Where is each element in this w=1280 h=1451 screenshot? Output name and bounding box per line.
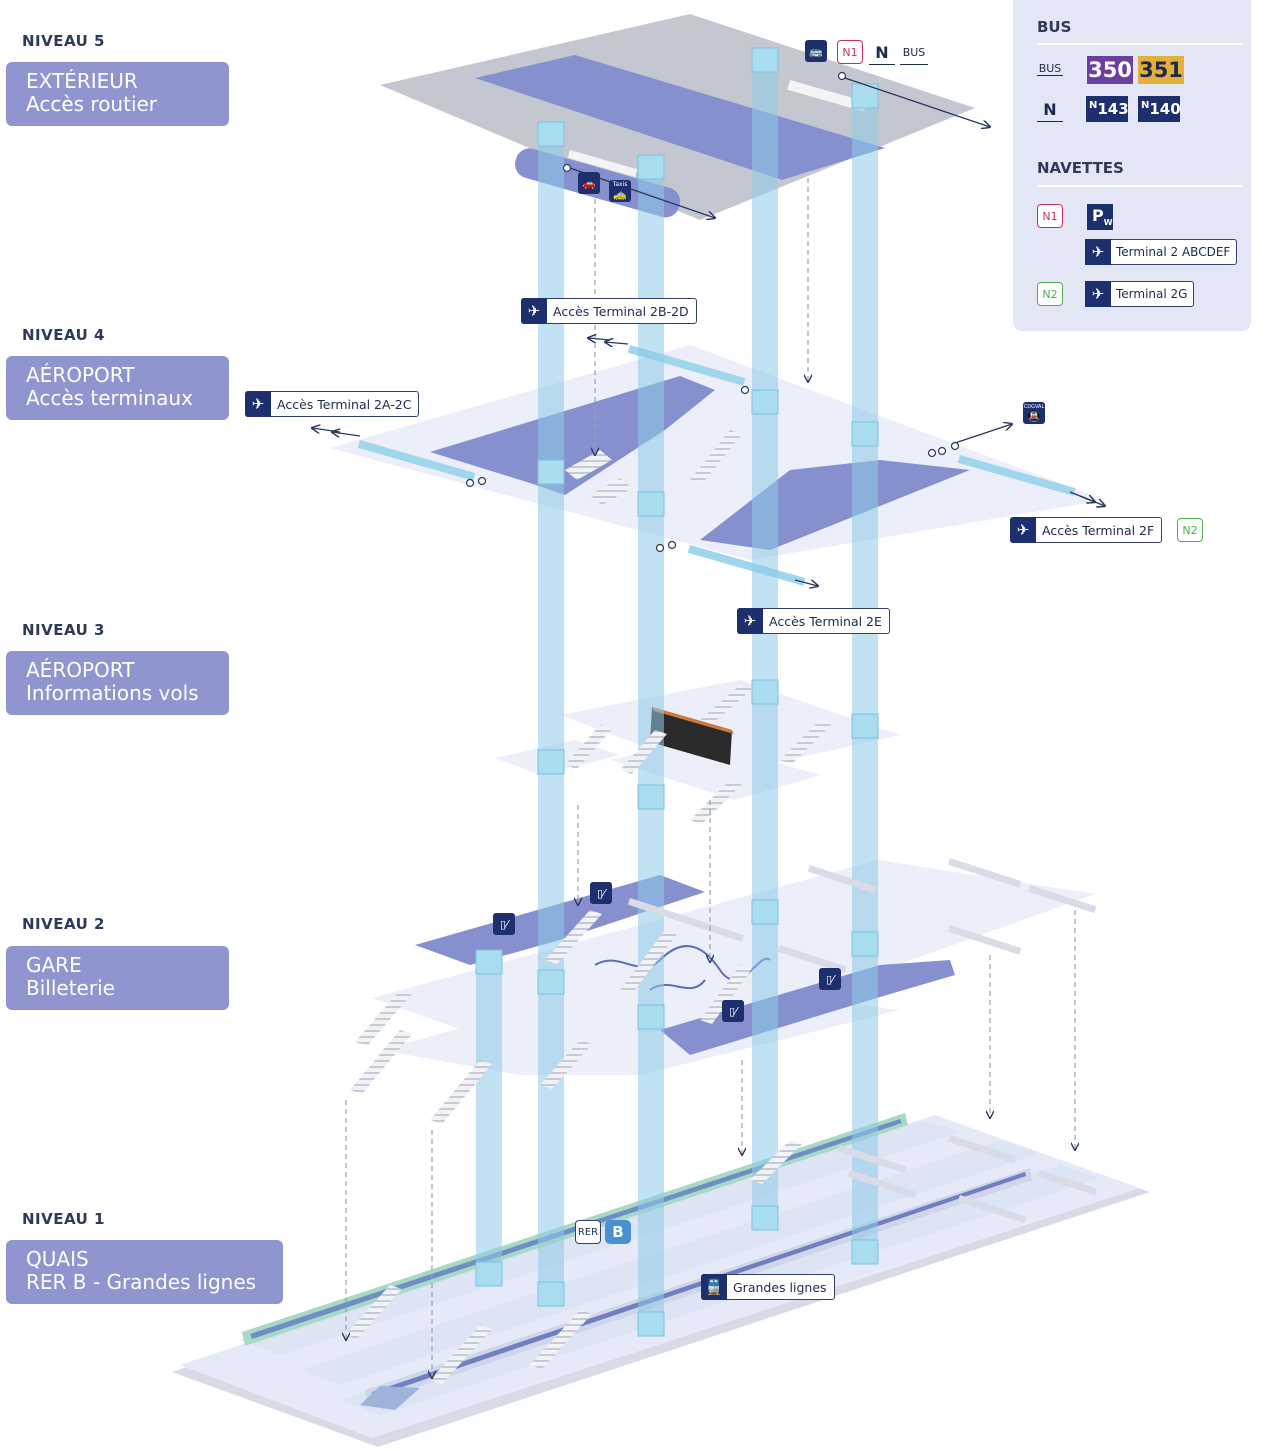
sign-terminal-2b-2d: ✈ Accès Terminal 2B-2D — [521, 298, 697, 324]
travelators — [627, 857, 1098, 1224]
level-3-number: NIVEAU 3 — [22, 621, 105, 639]
direction-arrows — [312, 77, 1105, 586]
legend-terminal-abcdef: ✈ Terminal 2 ABCDEF — [1085, 239, 1238, 265]
level-1-label: QUAIS RER B - Grandes lignes — [6, 1240, 283, 1304]
legend-bus-label: BUS — [1037, 62, 1063, 76]
flight-info-board — [650, 707, 732, 765]
night-bus-140-badge: N140 — [1138, 96, 1181, 122]
bus-351-badge: 351 — [1138, 56, 1184, 84]
escalators — [345, 430, 832, 1384]
night-bus-143-number: 143 — [1097, 100, 1129, 118]
plane-icon: ✈ — [245, 391, 271, 417]
taxi-label: Taxis — [612, 181, 628, 188]
cdgval-label: CDGVAL — [1023, 403, 1045, 410]
level-4-label: AÉROPORT Accès terminaux — [6, 356, 229, 420]
car-rental-icon: 🚗 — [578, 172, 600, 194]
night-bus-140-prefix: N — [1141, 100, 1150, 111]
legend-terminal-2g-label: Terminal 2G — [1116, 287, 1188, 301]
level-5-title: EXTÉRIEUR — [26, 69, 138, 93]
plane-icon: ✈ — [1010, 517, 1036, 543]
plane-icon: ✈ — [521, 298, 547, 324]
level-2-title: GARE — [26, 953, 82, 977]
legend-panel: BUS BUS 350 351 N N143 N140 NAVETTES N1 … — [1013, 0, 1251, 331]
night-bus-143-badge: N143 — [1086, 96, 1129, 122]
ticket-machine-icon: ▯⁄ — [590, 882, 612, 904]
level-3-label: AÉROPORT Informations vols — [6, 651, 229, 715]
level-3-title: AÉROPORT — [26, 658, 135, 682]
level-1-number: NIVEAU 1 — [22, 1210, 105, 1228]
sign-terminal-2e: ✈ Accès Terminal 2E — [737, 608, 890, 634]
sign-terminal-2f-label: Accès Terminal 2F — [1042, 522, 1155, 538]
plane-icon: ✈ — [737, 608, 763, 634]
sign-terminal-2a-2c: ✈ Accès Terminal 2A-2C — [245, 391, 420, 417]
sign-terminal-2f: ✈ Accès Terminal 2F — [1010, 517, 1163, 543]
level-2-label: GARE Billeterie — [6, 946, 229, 1010]
bus-icon: 🚌 — [805, 40, 827, 62]
level-2-number: NIVEAU 2 — [22, 915, 105, 933]
level-4-title: AÉROPORT — [26, 363, 135, 387]
plane-icon: ✈ — [1085, 281, 1111, 307]
bus-350-badge: 350 — [1087, 56, 1133, 84]
ticket-machine-icon: ▯⁄ — [722, 1000, 744, 1022]
level-4-number: NIVEAU 4 — [22, 326, 105, 344]
legend-n1-badge: N1 — [1037, 204, 1063, 228]
level-3-subtitle: Informations vols — [26, 681, 199, 705]
sign-terminal-2b-2d-label: Accès Terminal 2B-2D — [553, 303, 689, 319]
n2-badge: N2 — [1177, 518, 1203, 542]
train-icon: 🚆 — [701, 1274, 727, 1300]
level-4-subtitle: Accès terminaux — [26, 386, 193, 410]
parking-pw-icon: PW — [1087, 204, 1113, 230]
level-5-label: EXTÉRIEUR Accès routier — [6, 62, 229, 126]
legend-terminal-abcdef-label: Terminal 2 ABCDEF — [1116, 245, 1231, 259]
legend-divider — [1037, 43, 1243, 45]
ticket-machine-icon: ▯⁄ — [493, 913, 515, 935]
top-bus-label: BUS — [900, 40, 928, 65]
parking-sub: W — [1103, 218, 1113, 228]
parking-letter: P — [1092, 206, 1104, 225]
level-5-number: NIVEAU 5 — [22, 32, 105, 50]
sign-terminal-2e-label: Accès Terminal 2E — [769, 613, 882, 629]
legend-n2-badge: N2 — [1037, 282, 1063, 306]
plane-icon: ✈ — [1085, 239, 1111, 265]
rer-line-b: B — [605, 1220, 631, 1244]
sign-terminal-2a-2c-label: Accès Terminal 2A-2C — [277, 396, 412, 412]
elevator-columns — [476, 58, 878, 1325]
night-bus-140-number: 140 — [1149, 100, 1181, 118]
cdgval-icon: CDGVAL🚇 — [1023, 402, 1045, 424]
level-1-title: QUAIS — [26, 1247, 89, 1271]
top-night-bus-badge: N — [869, 40, 895, 65]
vertical-connections — [346, 178, 1075, 1378]
night-bus-143-prefix: N — [1089, 100, 1098, 111]
legend-divider — [1037, 185, 1243, 187]
level-2-subtitle: Billeterie — [26, 976, 115, 1000]
level-5-subtitle: Accès routier — [26, 92, 158, 116]
legend-terminal-2g: ✈ Terminal 2G — [1085, 281, 1195, 307]
ticket-machine-icon: ▯⁄ — [819, 968, 841, 990]
level-1-subtitle: RER B - Grandes lignes — [26, 1270, 257, 1294]
rer-logo: RER — [575, 1220, 601, 1244]
legend-bus-title: BUS — [1037, 18, 1072, 36]
sign-grandes-lignes: 🚆 Grandes lignes — [701, 1274, 835, 1300]
taxi-icon: Taxis🚕 — [609, 180, 631, 202]
level-4-terminaux — [330, 345, 1105, 586]
legend-night-bus-label: N — [1037, 97, 1063, 122]
top-n1-badge: N1 — [837, 40, 863, 64]
sign-grandes-lignes-label: Grandes lignes — [733, 1279, 827, 1295]
legend-navettes-title: NAVETTES — [1037, 159, 1124, 177]
